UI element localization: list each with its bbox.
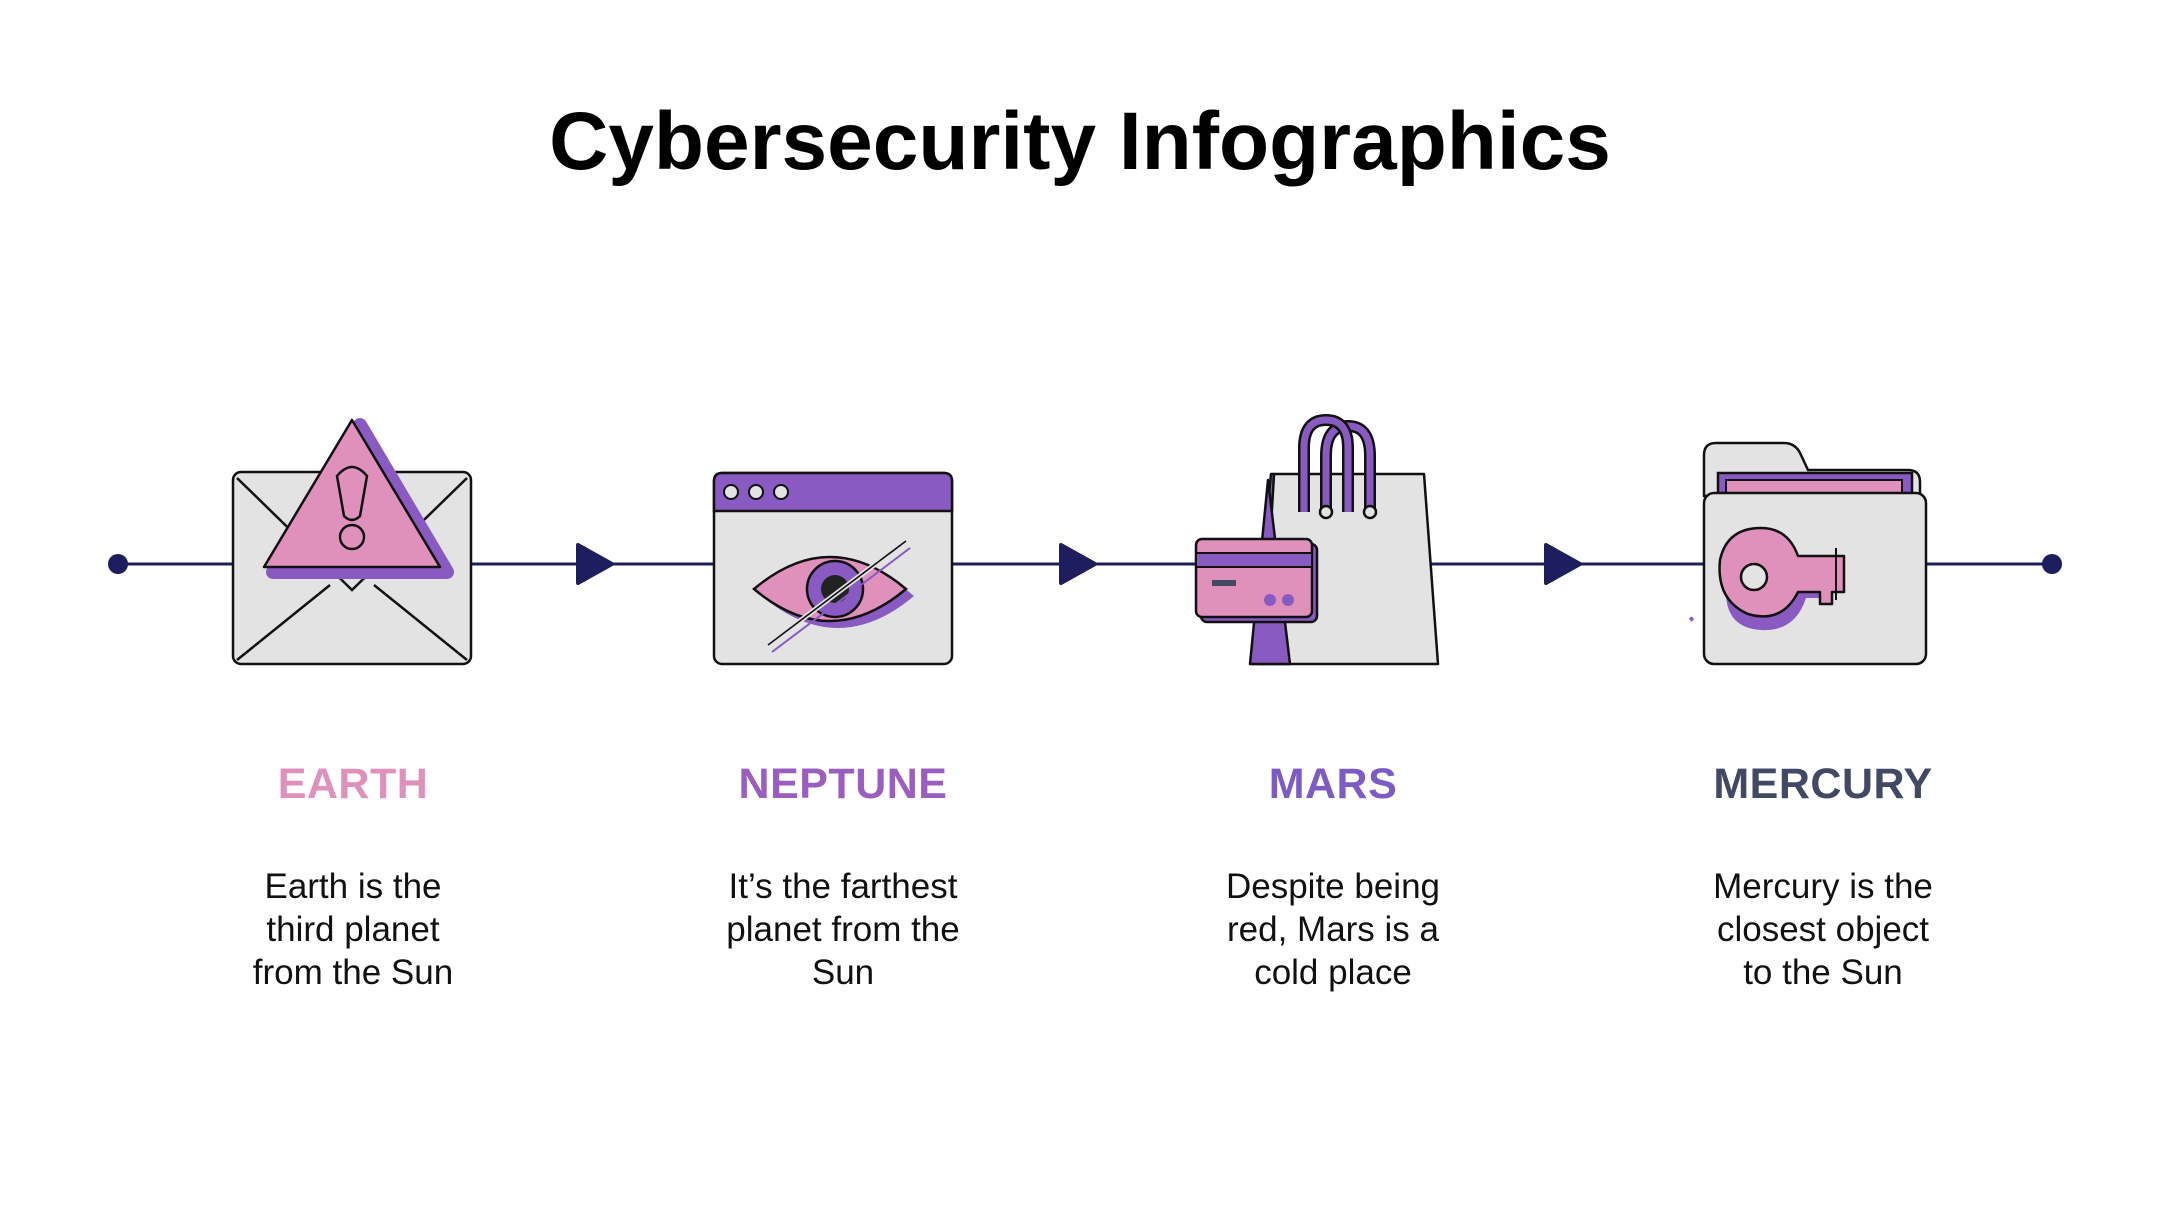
hidden-eye-browser-icon <box>712 471 954 666</box>
step-label-neptune: NEPTUNE <box>738 760 948 808</box>
warning-envelope-icon <box>231 418 473 666</box>
step-label-earth: EARTH <box>277 760 429 808</box>
step-label-mars: MARS <box>1268 760 1398 808</box>
arrow-icon <box>1544 543 1582 585</box>
shopping-bag-card-icon <box>1194 413 1440 666</box>
timeline-start-dot <box>108 554 128 574</box>
arrow-icon <box>1059 543 1097 585</box>
page-title: Cybersecurity Infographics <box>549 96 1611 187</box>
arrow-icon <box>576 543 614 585</box>
folder-key-icon <box>1688 441 1928 666</box>
step-label-mercury: MERCURY <box>1713 760 1933 808</box>
timeline-end-dot <box>2042 554 2062 574</box>
